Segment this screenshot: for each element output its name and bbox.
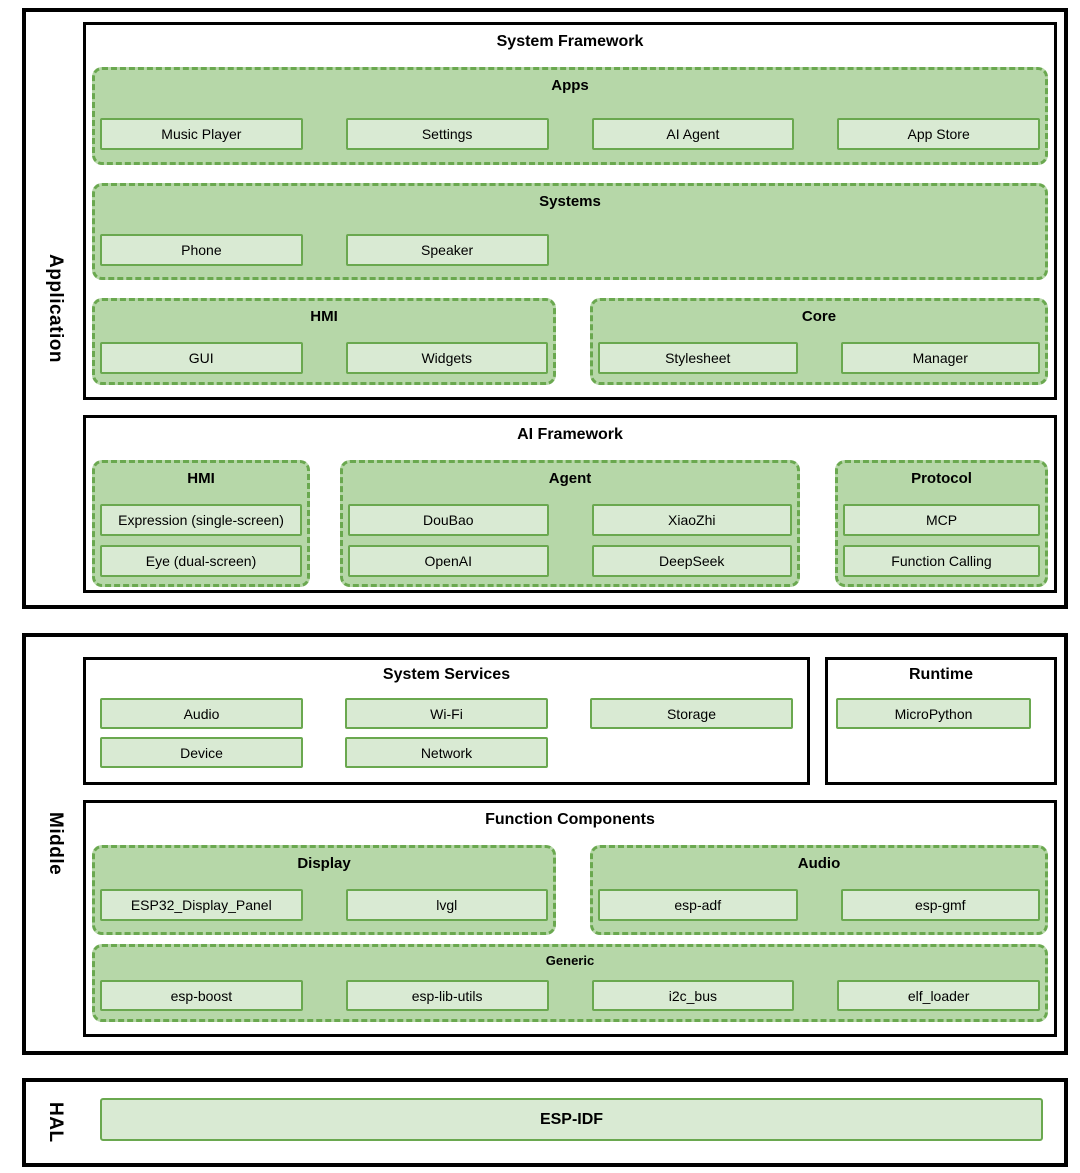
component-esp-gmf: esp-gmf	[840, 889, 1040, 921]
group-fc-display: Display ESP32_Display_Panel lvgl	[92, 845, 556, 935]
panel-title-runtime: Runtime	[909, 666, 973, 683]
panel-system-framework: System Framework Apps Music Player Setti…	[83, 22, 1057, 400]
group-fc-generic: Generic esp-boost esp-lib-utils i2c_bus …	[92, 944, 1048, 1022]
component-elf-loader: elf_loader	[837, 980, 1040, 1011]
component-esp-adf: esp-adf	[598, 889, 798, 921]
fc-generic-row: esp-boost esp-lib-utils i2c_bus elf_load…	[95, 980, 1045, 1011]
layer-label-application: Application	[45, 254, 66, 363]
system-services-grid: Audio Wi-Fi Storage Device Network	[86, 698, 807, 768]
component-esp32-display-panel: ESP32_Display_Panel	[100, 889, 303, 921]
panel-function-components: Function Components Display ESP32_Displa…	[83, 800, 1057, 1037]
component-deepseek: DeepSeek	[591, 545, 792, 577]
component-doubao: DouBao	[348, 504, 549, 536]
component-settings: Settings	[345, 118, 549, 150]
group-title-hmi: HMI	[310, 308, 338, 325]
component-speaker: Speaker	[345, 234, 549, 266]
layer-hal: HAL ESP-IDF	[22, 1078, 1068, 1167]
component-network-service: Network	[345, 737, 548, 768]
group-title-systems: Systems	[539, 193, 601, 210]
component-stylesheet: Stylesheet	[598, 342, 798, 374]
panel-title-function-components: Function Components	[485, 811, 655, 828]
group-title-ai-protocol: Protocol	[911, 470, 972, 487]
component-manager: Manager	[840, 342, 1040, 374]
group-core: Core Stylesheet Manager	[590, 298, 1048, 385]
group-title-fc-display: Display	[297, 855, 351, 872]
group-systems: Systems Phone Speaker	[92, 183, 1048, 280]
layer-application: Application System Framework Apps Music …	[22, 8, 1068, 609]
ai-protocol-stack: MCP Function Calling	[838, 504, 1045, 577]
component-storage-service: Storage	[590, 698, 793, 729]
component-audio-service: Audio	[100, 698, 303, 729]
component-expression-single-screen: Expression (single-screen)	[100, 504, 302, 536]
panel-title-system-services: System Services	[382, 666, 511, 683]
panel-system-services: System Services Audio Wi-Fi Storage Devi…	[83, 657, 810, 785]
layer-middle: Middle System Services Audio Wi-Fi Stora…	[22, 633, 1068, 1055]
component-lvgl: lvgl	[345, 889, 548, 921]
component-xiaozhi: XiaoZhi	[591, 504, 792, 536]
fc-display-row: ESP32_Display_Panel lvgl	[95, 889, 553, 921]
group-title-fc-generic: Generic	[545, 953, 595, 968]
component-wifi-service: Wi-Fi	[345, 698, 548, 729]
fc-audio-row: esp-adf esp-gmf	[593, 889, 1045, 921]
apps-row: Music Player Settings AI Agent App Store	[95, 118, 1045, 150]
group-fc-audio: Audio esp-adf esp-gmf	[590, 845, 1048, 935]
ai-agent-grid: DouBao XiaoZhi OpenAI DeepSeek	[343, 504, 797, 577]
group-hmi: HMI GUI Widgets	[92, 298, 556, 385]
panel-runtime: Runtime MicroPython	[825, 657, 1057, 785]
group-title-ai-agent: Agent	[548, 470, 592, 487]
component-music-player: Music Player	[100, 118, 303, 150]
layer-label-middle: Middle	[45, 812, 66, 876]
systems-row: Phone Speaker	[95, 234, 1045, 266]
group-ai-agent: Agent DouBao XiaoZhi OpenAI DeepSeek	[340, 460, 800, 587]
component-esp-boost: esp-boost	[100, 980, 303, 1011]
component-app-store: App Store	[837, 118, 1040, 150]
ai-hmi-stack: Expression (single-screen) Eye (dual-scr…	[95, 504, 307, 577]
component-micropython: MicroPython	[836, 698, 1031, 729]
group-ai-hmi: HMI Expression (single-screen) Eye (dual…	[92, 460, 310, 587]
group-title-apps: Apps	[551, 77, 589, 94]
component-device-service: Device	[100, 737, 303, 768]
component-mcp: MCP	[843, 504, 1040, 536]
component-widgets: Widgets	[345, 342, 548, 374]
component-gui: GUI	[100, 342, 303, 374]
group-title-fc-audio: Audio	[797, 855, 841, 872]
panel-title-ai-framework: AI Framework	[517, 426, 623, 443]
panel-title-system-framework: System Framework	[496, 33, 644, 50]
group-title-core: Core	[801, 308, 837, 325]
component-esp-lib-utils: esp-lib-utils	[345, 980, 549, 1011]
core-row: Stylesheet Manager	[593, 342, 1045, 374]
panel-ai-framework: AI Framework HMI Expression (single-scre…	[83, 415, 1057, 593]
layer-label-hal: HAL	[45, 1102, 66, 1143]
component-phone: Phone	[100, 234, 303, 266]
component-function-calling: Function Calling	[843, 545, 1040, 577]
component-esp-idf: ESP-IDF	[100, 1098, 1043, 1141]
group-title-ai-hmi: HMI	[187, 470, 215, 487]
component-i2c-bus: i2c_bus	[591, 980, 795, 1011]
component-eye-dual-screen: Eye (dual-screen)	[100, 545, 302, 577]
group-ai-protocol: Protocol MCP Function Calling	[835, 460, 1048, 587]
group-apps: Apps Music Player Settings AI Agent App …	[92, 67, 1048, 165]
hmi-row: GUI Widgets	[95, 342, 553, 374]
component-openai: OpenAI	[348, 545, 549, 577]
component-ai-agent: AI Agent	[591, 118, 795, 150]
